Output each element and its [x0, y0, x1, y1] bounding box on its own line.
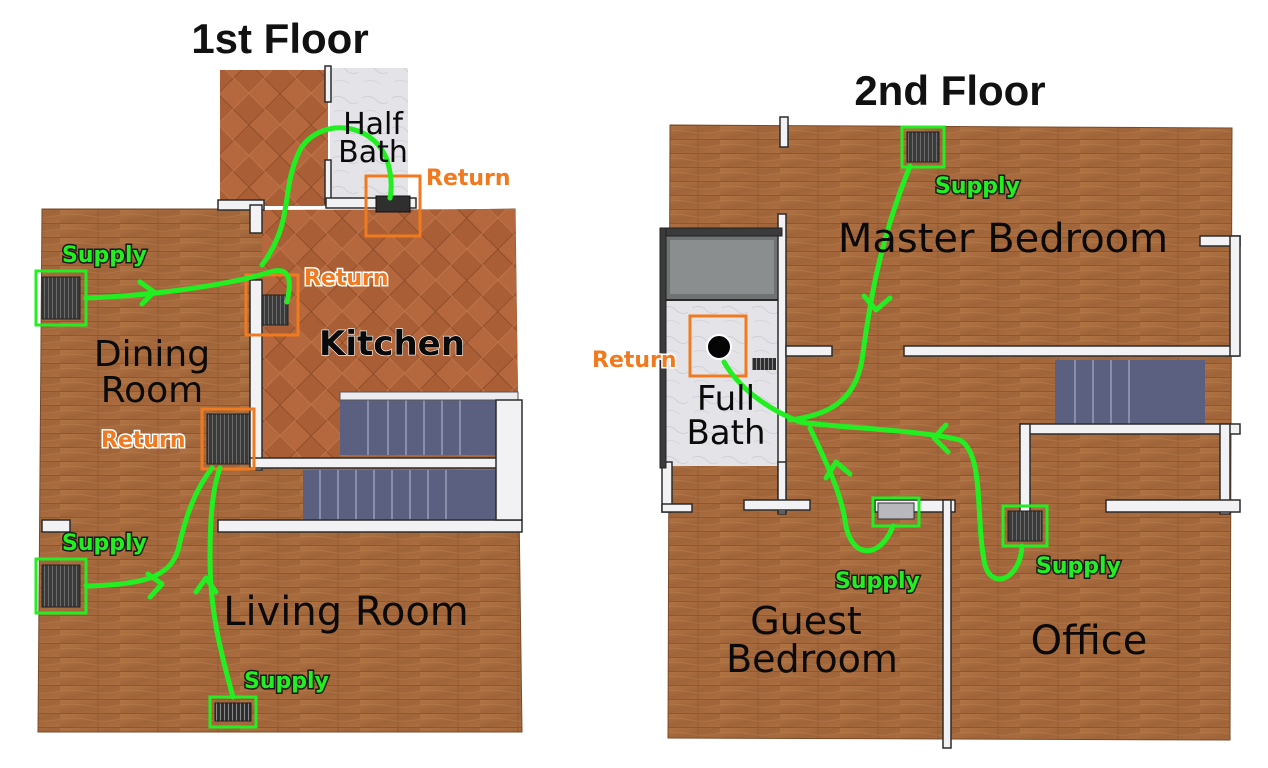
second-floor-stairs [1055, 360, 1205, 425]
supply-label: Supply [62, 531, 147, 556]
room-kitchen: Kitchen [319, 324, 465, 364]
supply-label: Supply [935, 174, 1020, 199]
second-floor-vents [688, 125, 1049, 548]
first-floor-walls [41, 65, 523, 533]
supply-label: Supply [244, 669, 329, 694]
room-dining: Dining [94, 334, 210, 375]
kitchen-floor [262, 209, 518, 460]
return-vent[interactable] [688, 314, 748, 378]
supply-label: Supply [835, 569, 920, 594]
room-full-bath: Bath [686, 413, 765, 453]
return-vent[interactable] [244, 273, 300, 337]
second-floor-title: 2nd Floor [854, 67, 1045, 114]
return-label: Return [101, 428, 186, 453]
return-vent[interactable] [200, 407, 256, 471]
second-floor-airflow [721, 163, 1025, 582]
first-floor-airflow [83, 125, 394, 700]
first-floor-title: 1st Floor [191, 15, 368, 62]
return-label: Return [592, 348, 677, 373]
room-dining: Room [101, 370, 204, 411]
full-bath-floor [666, 300, 778, 466]
room-office: Office [1031, 618, 1148, 664]
supply-vent[interactable] [900, 125, 946, 169]
room-guest-bedroom: Bedroom [726, 637, 898, 681]
room-master-bedroom: Master Bedroom [838, 216, 1168, 262]
return-label: Return [426, 166, 511, 191]
supply-label: Supply [1036, 554, 1121, 579]
supply-vent[interactable] [1001, 504, 1049, 548]
second-floor-slab [667, 124, 1233, 741]
room-full-bath: Full [697, 379, 755, 419]
supply-vent[interactable] [871, 496, 921, 528]
room-half-bath: Bath [338, 135, 408, 170]
second-floor: 2nd Floor [591, 67, 1241, 749]
return-label: Return [304, 266, 389, 291]
room-living: Living Room [223, 589, 469, 635]
supply-label: Supply [62, 243, 147, 268]
room-guest-bedroom: Guest [750, 599, 862, 643]
first-floor-stairs [303, 391, 519, 520]
first-floor: 1st Floor [34, 15, 523, 733]
room-half-bath: Half [343, 107, 404, 142]
